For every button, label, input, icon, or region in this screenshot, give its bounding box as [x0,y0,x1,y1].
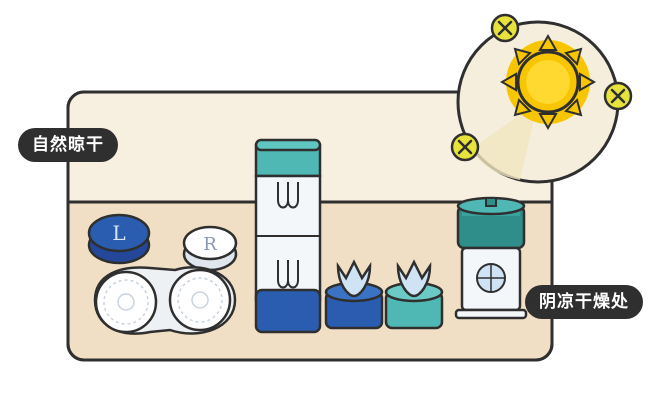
x-circle-icon [450,132,480,162]
tall-cylinder-case [254,138,322,334]
shade-dry-label: 阴凉干燥处 [525,285,643,319]
basket-holder-blue [324,259,384,330]
sun-circle [450,13,633,184]
x-circle-icon [490,13,520,43]
open-lens-case [93,266,237,335]
left-letter: L [112,221,125,245]
natural-dry-label: 自然晾干 [18,128,118,162]
right-letter: R [203,234,217,255]
lens-cleaner-device [454,196,528,320]
lens-cap-left: L [87,213,151,265]
x-circle-icon [603,81,633,111]
sun-icon [499,33,597,131]
basket-holder-teal [384,259,444,330]
lens-cap-right: R [182,225,238,272]
